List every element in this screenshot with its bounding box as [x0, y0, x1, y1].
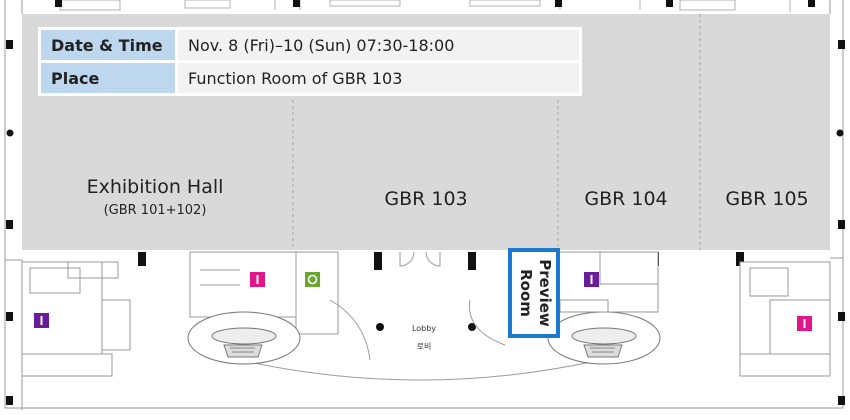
restroom-icon — [584, 272, 599, 287]
restroom-icon — [250, 272, 265, 287]
restroom-icon — [34, 313, 49, 328]
central-right-rooms — [557, 251, 659, 313]
gbr103-label: GBR 103 — [384, 188, 467, 210]
exhibition-hall-label: Exhibition Hall — [87, 176, 224, 198]
preview-room-label-line1: Preview — [536, 259, 554, 327]
exhibition-hall-sub-label: (GBR 101+102) — [104, 203, 207, 218]
lobby-edge — [239, 359, 601, 381]
date-time-row: Date & Time Nov. 8 (Fri)–10 (Sun) 07:30-… — [41, 30, 579, 60]
event-info-table: Date & Time Nov. 8 (Fri)–10 (Sun) 07:30-… — [38, 27, 582, 96]
gbr104-label: GBR 104 — [584, 188, 667, 210]
escalator-left — [187, 311, 301, 365]
preview-room-label-line2: Room — [517, 269, 535, 317]
preview-room-border — [508, 248, 560, 338]
right-wing-rooms — [739, 261, 831, 377]
lobby-doors — [329, 251, 506, 361]
lobby-label-ko: 로비 — [417, 342, 432, 351]
restroom-icon — [797, 316, 812, 331]
place-value: Function Room of GBR 103 — [178, 63, 579, 93]
place-label: Place — [41, 63, 175, 93]
place-row: Place Function Room of GBR 103 — [41, 63, 579, 93]
date-time-label: Date & Time — [41, 30, 175, 60]
central-left-rooms — [189, 251, 339, 341]
elevator-icon — [305, 272, 320, 287]
top-strip — [59, 0, 791, 12]
date-time-value: Nov. 8 (Fri)–10 (Sun) 07:30-18:00 — [178, 30, 579, 60]
lobby-label: Lobby — [412, 324, 436, 333]
left-wing-rooms — [21, 261, 131, 377]
partition-lines — [292, 14, 701, 250]
gbr105-label: GBR 105 — [725, 188, 808, 210]
escalator-right — [547, 311, 661, 365]
